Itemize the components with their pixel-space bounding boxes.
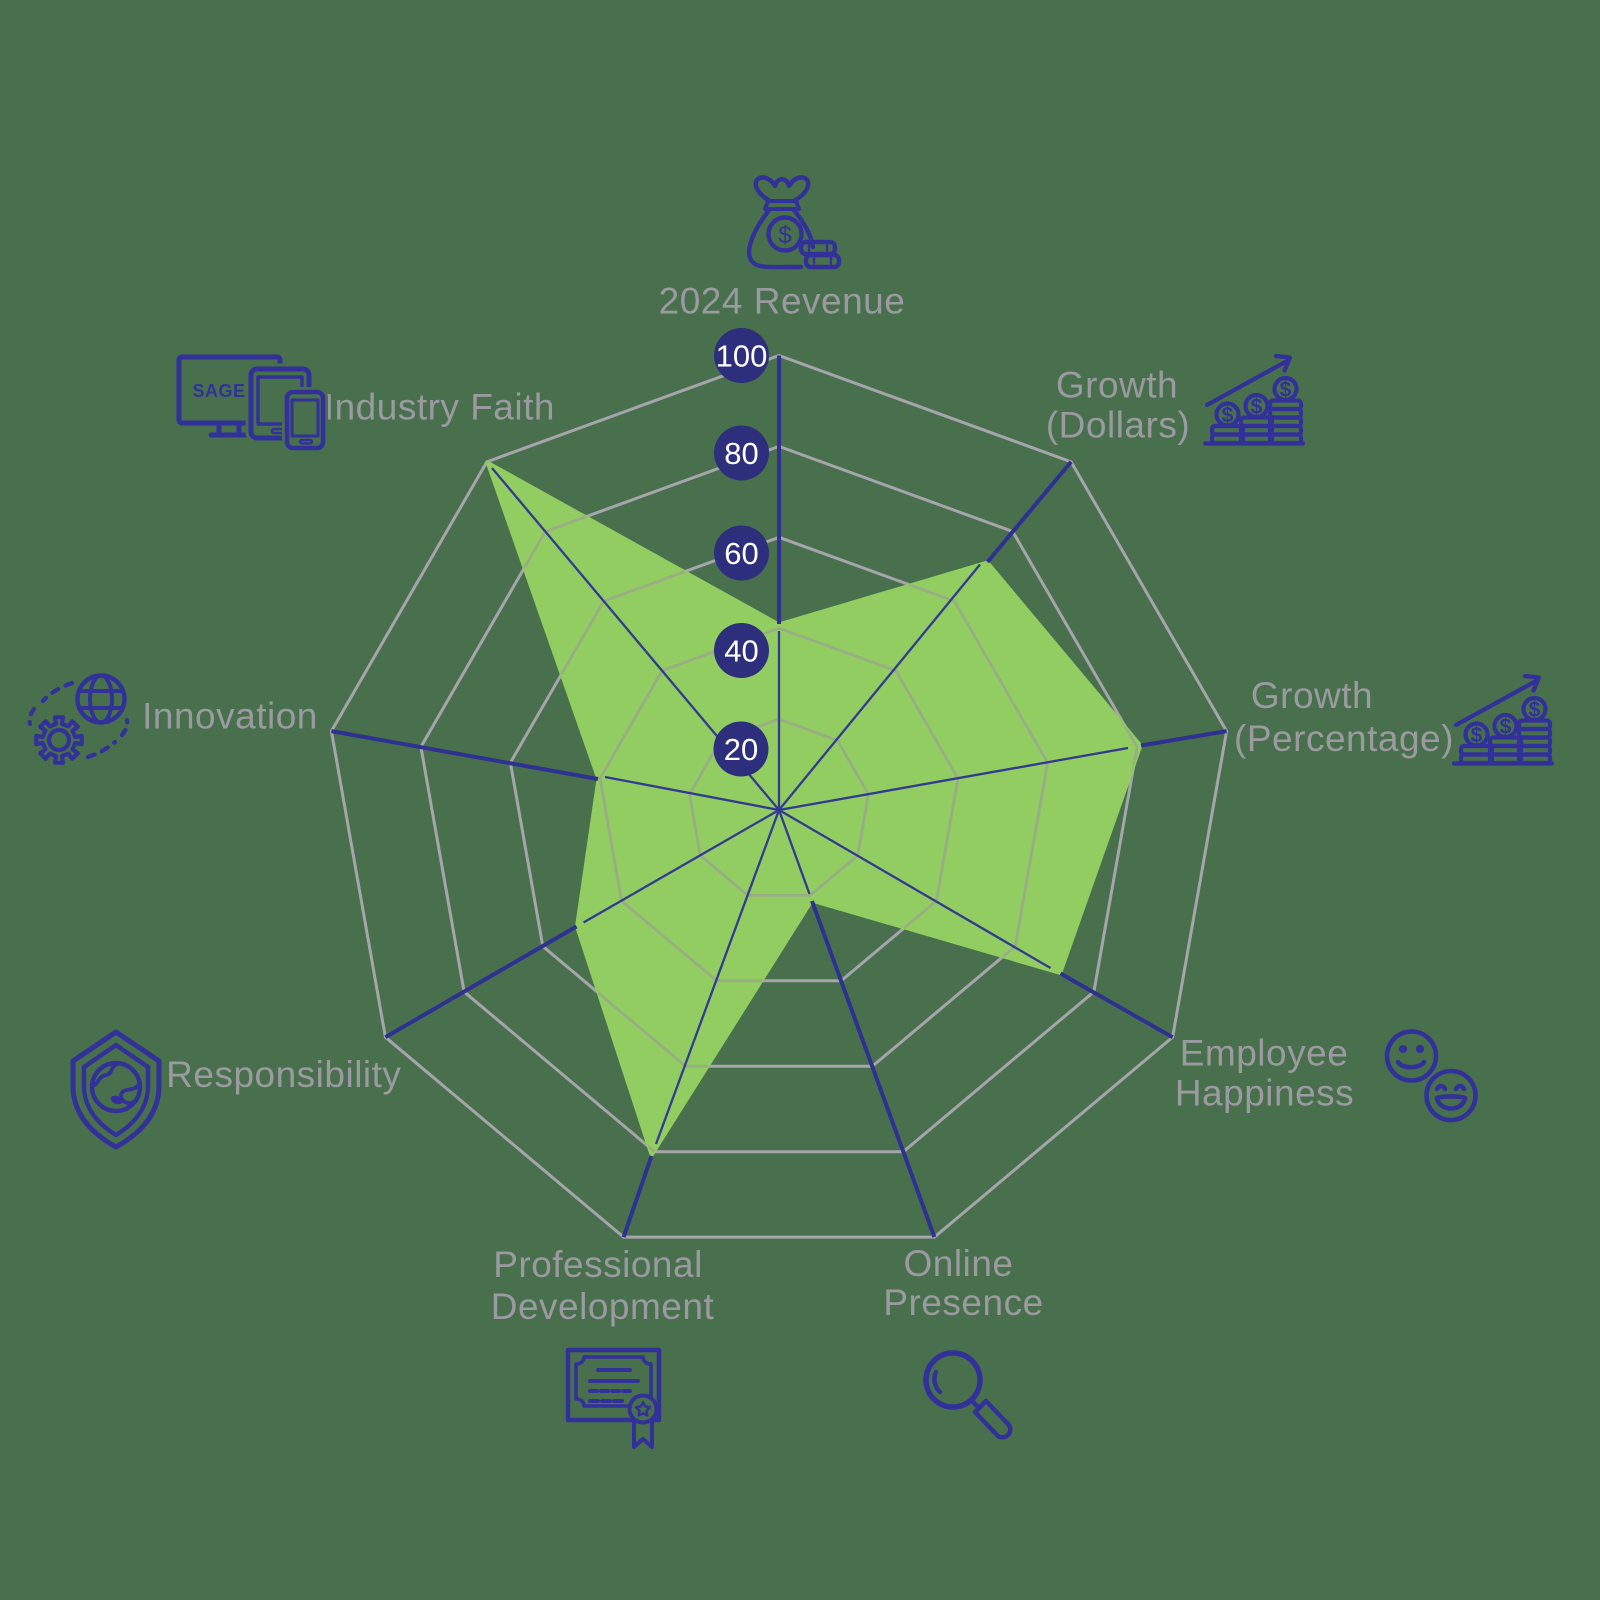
svg-text:Happiness: Happiness <box>1175 1073 1354 1114</box>
svg-text:Professional: Professional <box>493 1244 703 1285</box>
svg-text:Growth: Growth <box>1251 675 1373 716</box>
svg-text:$: $ <box>778 222 791 249</box>
svg-text:Responsibility: Responsibility <box>166 1054 401 1095</box>
svg-text:Development: Development <box>491 1286 715 1327</box>
svg-text:Online: Online <box>904 1243 1014 1284</box>
svg-text:SAGE: SAGE <box>192 381 245 401</box>
svg-text:Growth: Growth <box>1056 365 1178 406</box>
svg-text:2024 Revenue: 2024 Revenue <box>659 281 906 322</box>
svg-text:Employee: Employee <box>1180 1033 1349 1074</box>
svg-text:Presence: Presence <box>883 1282 1043 1323</box>
svg-text:100: 100 <box>716 339 768 374</box>
svg-text:(Dollars): (Dollars) <box>1046 405 1190 446</box>
svg-text:20: 20 <box>724 732 758 767</box>
svg-text:40: 40 <box>724 634 758 669</box>
svg-text:Industry Faith: Industry Faith <box>324 387 555 428</box>
svg-text:(Percentage): (Percentage) <box>1234 718 1454 759</box>
svg-text:Innovation: Innovation <box>142 695 318 736</box>
svg-text:60: 60 <box>724 536 758 571</box>
svg-text:80: 80 <box>724 436 758 471</box>
